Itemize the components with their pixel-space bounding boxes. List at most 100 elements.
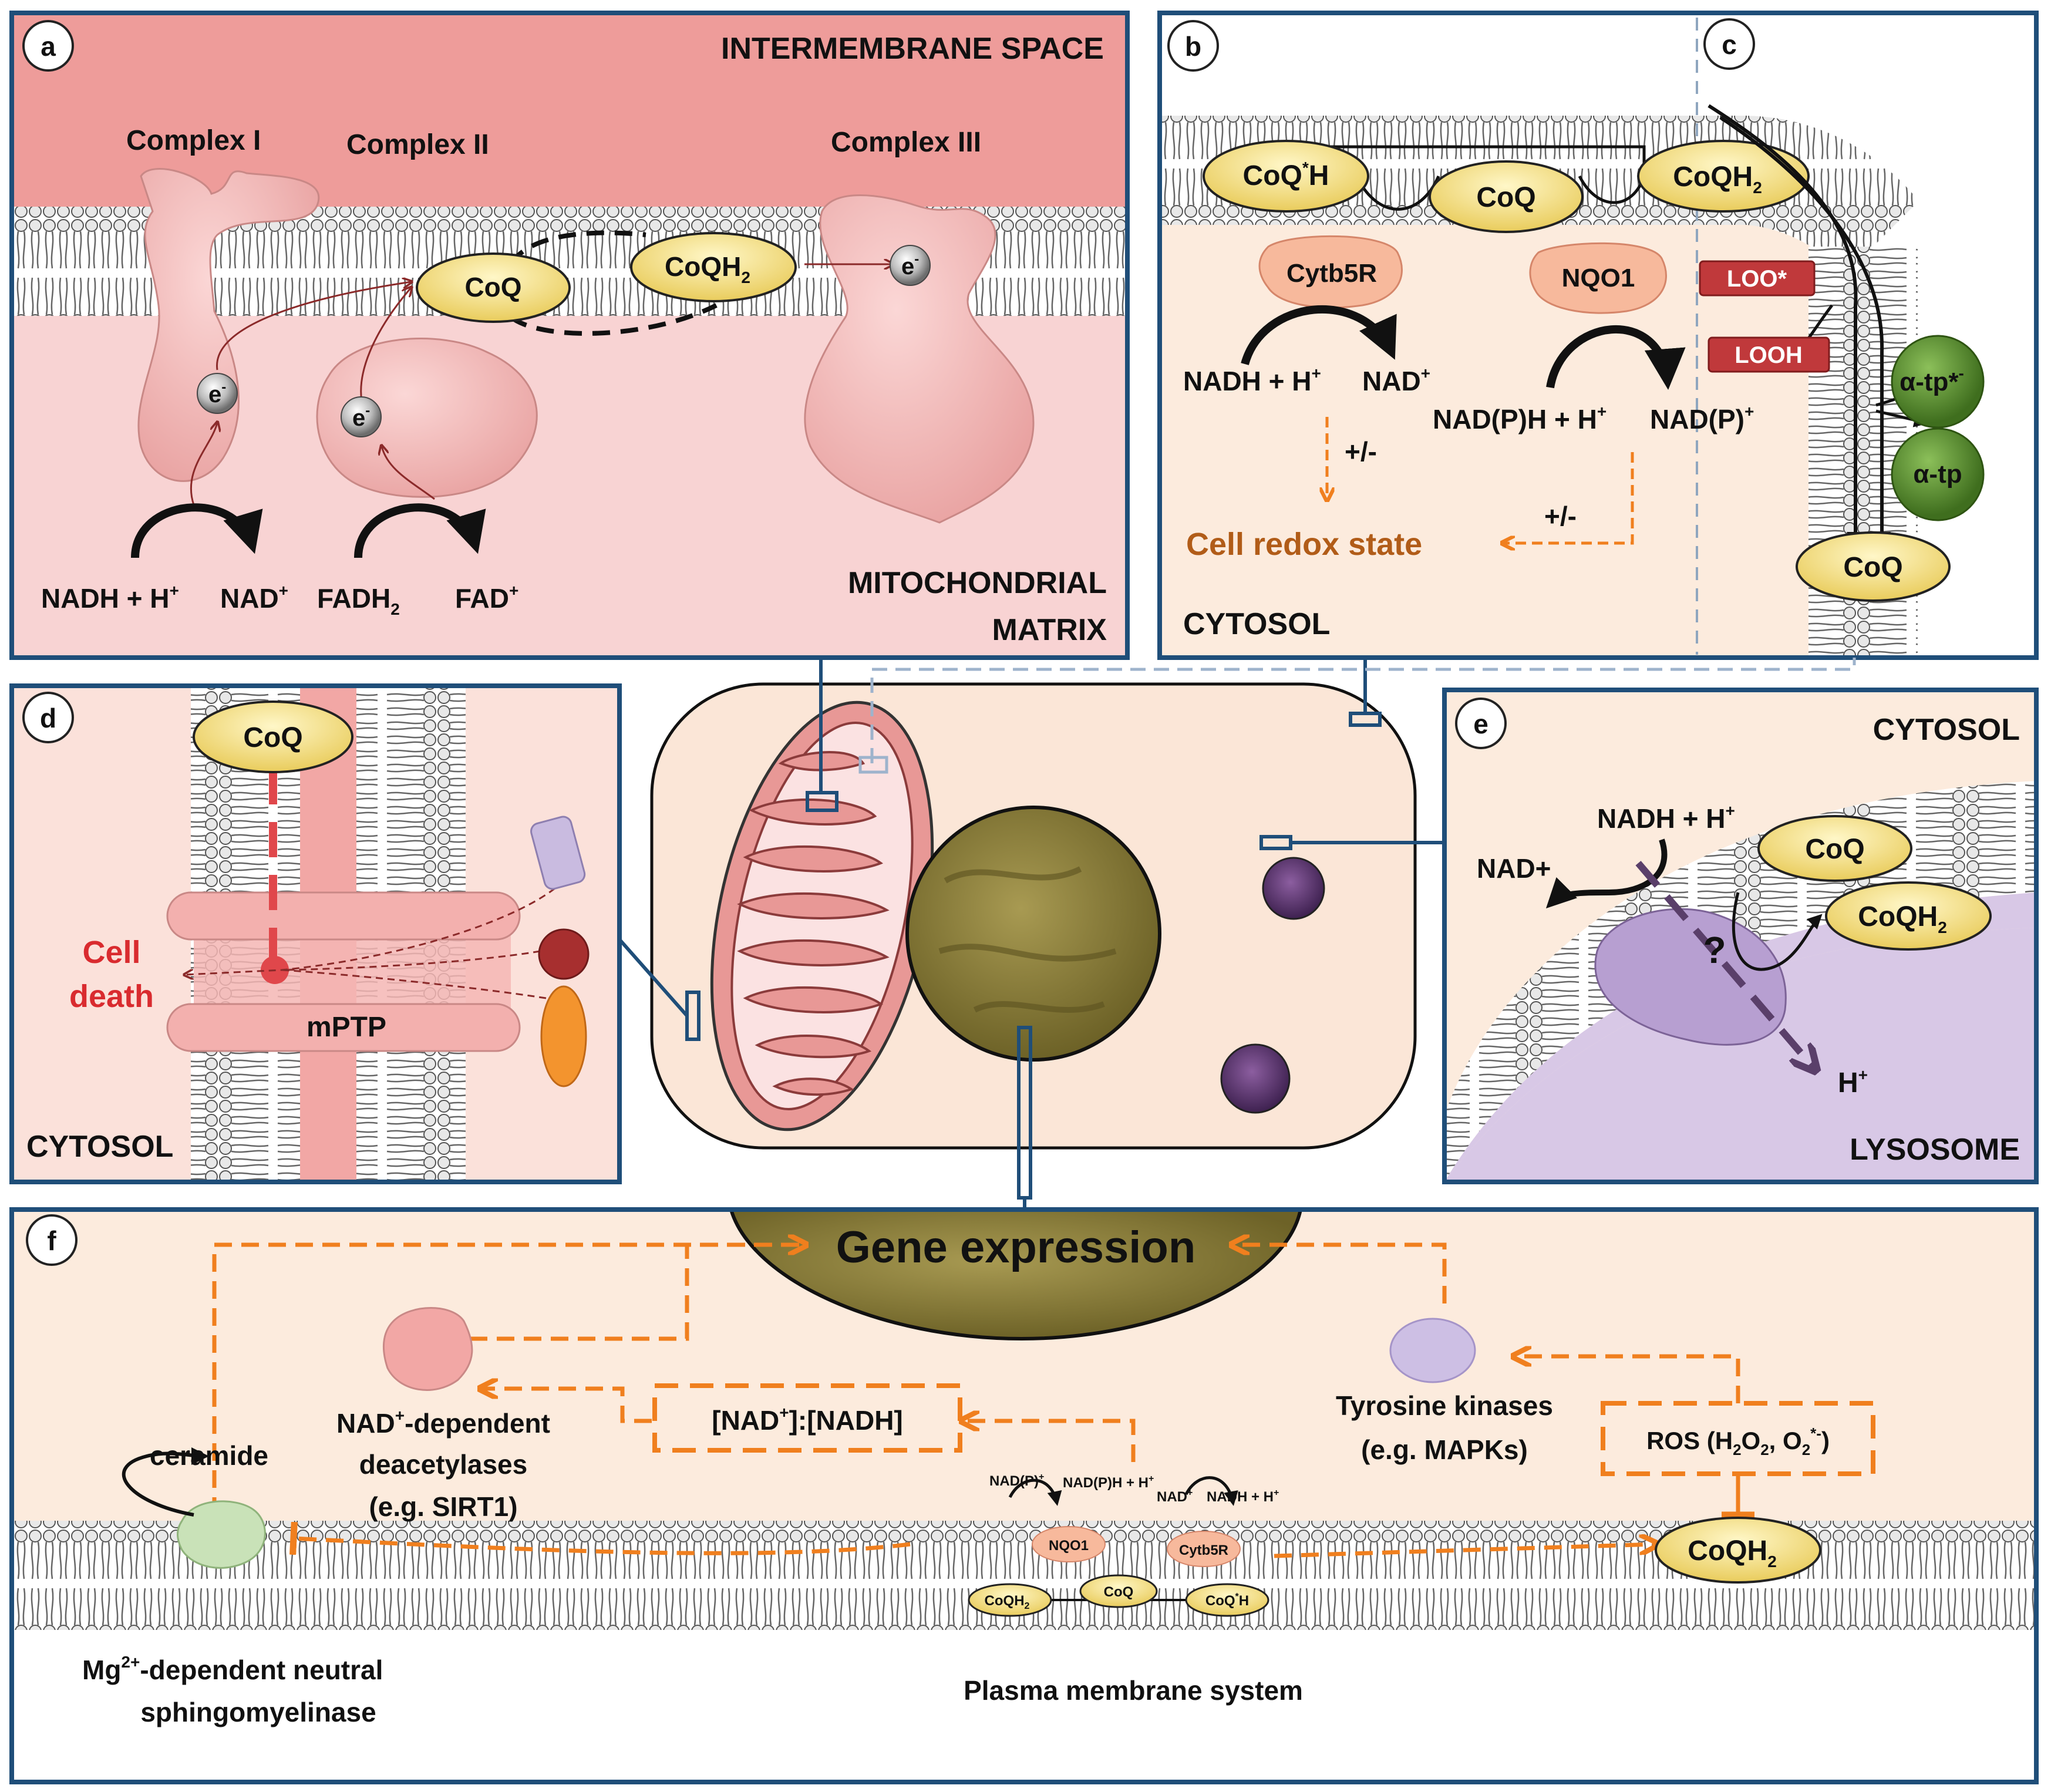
complex-iii-shape [804, 194, 1035, 524]
question-mark: ? [1703, 929, 1726, 971]
alpha-tp-radical-label: α-tp*- [1900, 364, 1964, 396]
coq-ellipse [1429, 160, 1584, 233]
nad-nadh-ratio-label: [NAD+]:[NADH] [712, 1403, 903, 1436]
lysosome-label: LYSOSOME [1850, 1133, 2020, 1167]
small-nad-label: NAD+ [1157, 1488, 1193, 1505]
coqh2-ellipse [1655, 1517, 1821, 1584]
ros-label: ROS (H2O2, O2*-) [1646, 1424, 1830, 1458]
coq-ellipse [193, 700, 353, 773]
loo-label: LOO* [1727, 266, 1787, 292]
panel-a: e- e- e- CoQ CoQH2 INTERMEMBRANE SPACE C… [9, 11, 1130, 660]
sphingomyelinase-protein [177, 1500, 266, 1569]
coq-radical-small-ellipse [1185, 1583, 1269, 1617]
mptp-upper-bar [166, 891, 521, 941]
alpha-tp-radical-ball [1891, 335, 1985, 429]
nadh-label: NADH + H+ [1183, 364, 1321, 396]
nadp-label: NAD(P)+ [1650, 402, 1754, 434]
electron-sphere [890, 245, 931, 286]
electron-sphere [197, 373, 238, 414]
coq-radical-ellipse [1203, 140, 1369, 213]
plus-minus-label: +/- [1544, 501, 1577, 531]
cytb5r-small-label: Cytb5R [1179, 1542, 1228, 1558]
cytb5r-small-shape [1167, 1531, 1241, 1567]
coq-ellipse [1757, 815, 1912, 882]
deacetylases-line1: NAD+-dependent [336, 1406, 550, 1439]
loo-box [1699, 260, 1816, 297]
tyrosine-kinases-line1: Tyrosine kinases [1336, 1390, 1553, 1421]
purple-protein [530, 816, 586, 890]
coqh2-label: CoQH2 [1858, 901, 1947, 937]
mptp-lower-bar [166, 1003, 521, 1052]
small-nadh-label: NADH + H+ [1207, 1488, 1279, 1505]
matrix-label: MATRIX [992, 613, 1107, 647]
nqo1-shape [1529, 242, 1667, 314]
gene-expression-label: Gene expression [836, 1222, 1196, 1272]
electron-label: e- [901, 251, 919, 279]
cytosol-label: CYTOSOL [1183, 607, 1330, 641]
ros-box [1601, 1401, 1875, 1476]
coq-radical-label: CoQ*H [1243, 159, 1329, 191]
cytb5r-shape [1258, 235, 1403, 309]
alpha-tp-label: α-tp [1913, 460, 1962, 489]
complex-i-shape [137, 168, 320, 482]
looh-label: LOOH [1735, 342, 1803, 368]
nad-label: NAD+ [1362, 364, 1430, 396]
coqh2-label: CoQH2 [1673, 161, 1762, 197]
nad-label: NAD+ [1477, 853, 1551, 884]
plus-minus-label: +/- [1345, 436, 1377, 467]
cytosol-label: CYTOSOL [1873, 713, 2020, 747]
deacetylases-line3: (e.g. SIRT1) [369, 1491, 517, 1522]
fad-label: FAD+ [455, 581, 518, 614]
nadph-label: NAD(P)H + H+ [1433, 402, 1607, 434]
alpha-tp-ball [1891, 427, 1985, 521]
mptp-label: mPTP [307, 1012, 386, 1043]
small-nadph-label: NAD(P)H + H+ [1063, 1474, 1154, 1491]
coq-small-ellipse [1079, 1574, 1158, 1608]
panel-f: NQO1 Cytb5R CoQH2 CoQ CoQ*H NAD(P)+ NAD(… [9, 1207, 2039, 1784]
coqh2-small-ellipse [968, 1583, 1052, 1617]
coqh2-ellipse [630, 232, 797, 302]
coq-label: CoQ [243, 722, 302, 753]
death-label: death [69, 979, 154, 1014]
orange-protein [540, 985, 587, 1087]
nucleus [905, 806, 1161, 1062]
coq-label: CoQ [464, 272, 521, 302]
complex-iii-label: Complex III [831, 127, 981, 158]
deacetylase-protein [382, 1307, 473, 1391]
coqh2-label: CoQH2 [1688, 1535, 1777, 1571]
h-plus-label: H+ [1838, 1066, 1868, 1099]
coq-label: CoQ [1476, 182, 1535, 213]
panel-e: CoQ CoQH2 CYTOSOL NADH + H+ NAD+ ? H+ LY… [1442, 688, 2039, 1184]
electron-sphere [341, 396, 382, 437]
coq-small-label: CoQ [1104, 1584, 1134, 1600]
panel-letter-d: d [40, 703, 56, 733]
panel-letter-a: a [41, 31, 56, 62]
lysosome-protein [1594, 908, 1787, 1046]
ratio-box [652, 1383, 962, 1453]
nadh-label: NADH + H+ [1597, 801, 1735, 834]
mitochondrial-label: MITOCHONDRIAL [848, 566, 1107, 600]
center-cell [618, 658, 1856, 1210]
panel-letter-e: e [1473, 709, 1488, 739]
nqo1-label: NQO1 [1562, 264, 1635, 292]
complex-ii-shape [316, 338, 538, 498]
lysosome-vesicle [1220, 1043, 1291, 1114]
plasma-membrane-label: Plasma membrane system [964, 1675, 1303, 1706]
electron-label: e- [208, 379, 226, 407]
coq-ellipse [1796, 531, 1951, 602]
sphingomyelinase-line1: Mg2+-dependent neutral [82, 1653, 383, 1685]
coqh2-ellipse [1637, 140, 1810, 213]
coq-ellipse [416, 252, 571, 323]
nucleus-section [728, 1208, 1303, 1341]
panel-letter-c: c [1722, 29, 1737, 60]
panel-b-c: CoQ*H CoQ CoQH2 Cytb5R NQO1 NADH + H+ NA… [1157, 11, 2039, 660]
panel-d: CoQ Cell death mPTP CYTOSOL d [9, 683, 622, 1184]
nadh-label: NADH + H+ [41, 581, 179, 614]
cell-redox-state-label: Cell redox state [1186, 527, 1422, 562]
lysosome-vesicle [1262, 857, 1325, 920]
tyrosine-kinase-protein [1389, 1318, 1476, 1383]
tyrosine-kinases-line2: (e.g. MAPKs) [1361, 1434, 1528, 1465]
coqh2-ellipse [1825, 881, 1992, 951]
cell-label: Cell [82, 935, 140, 970]
